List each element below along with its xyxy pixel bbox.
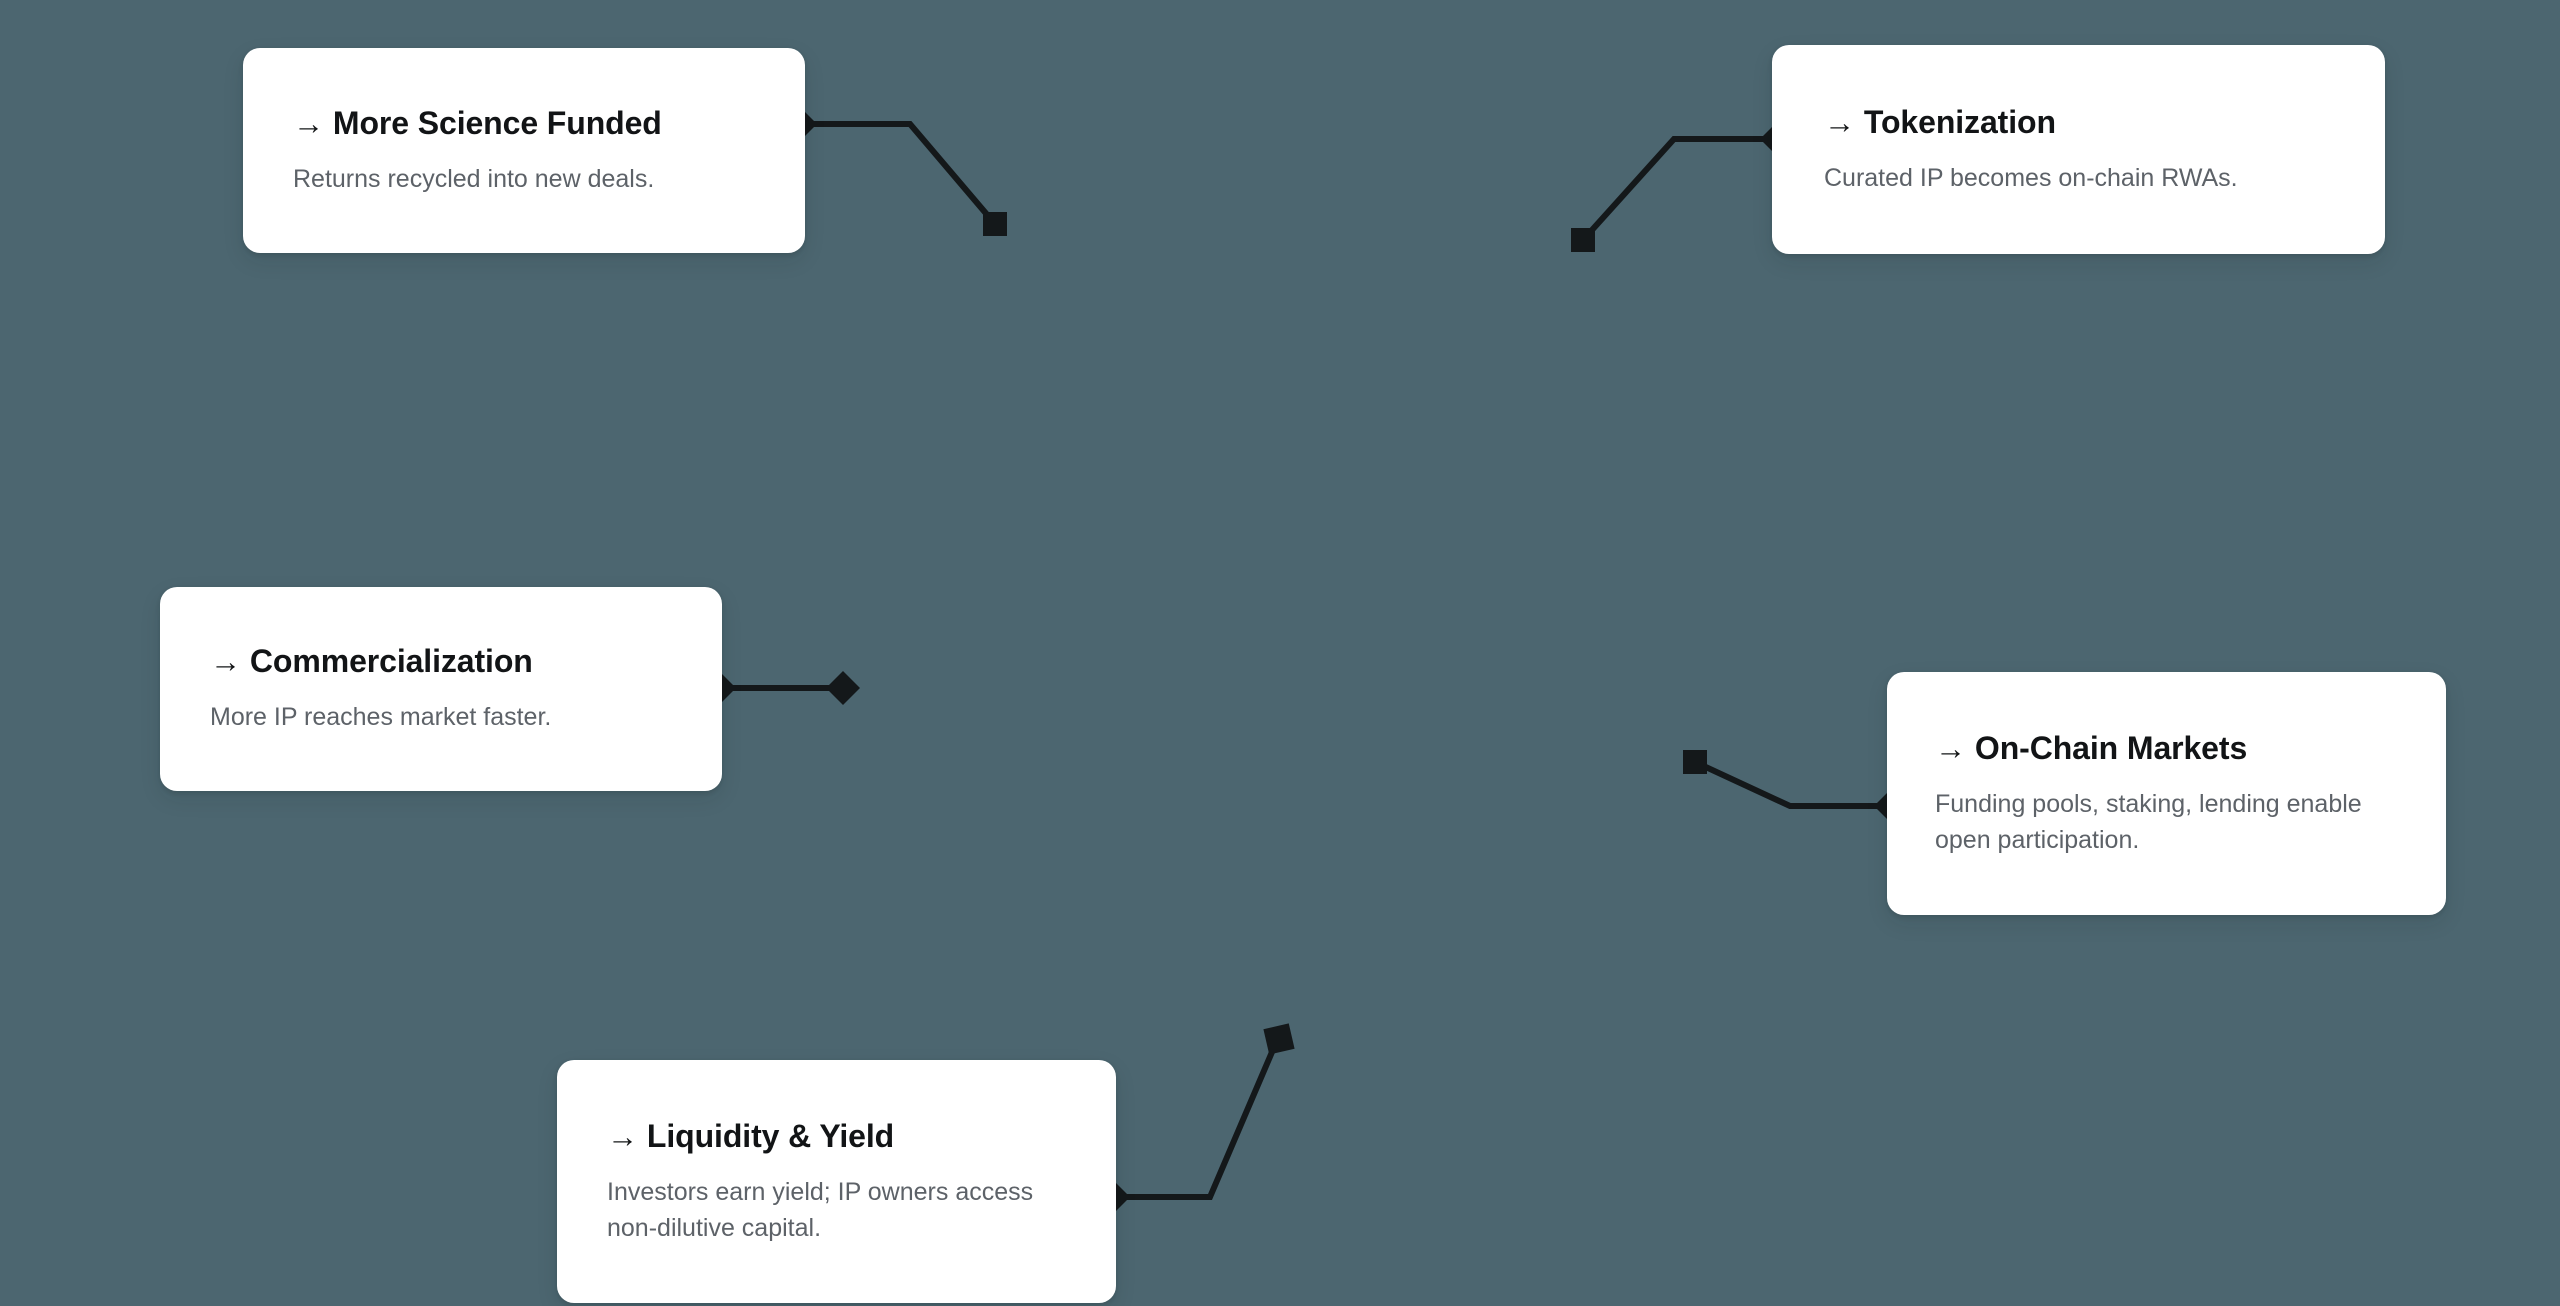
- node-description: More IP reaches market faster.: [210, 703, 552, 732]
- arrow-right-icon: →: [210, 644, 241, 680]
- arrow-right-icon: →: [293, 105, 324, 141]
- node-description: Investors earn yield; IP owners access n…: [607, 1178, 1034, 1242]
- node-description: Returns recycled into new deals.: [293, 164, 655, 193]
- node-title-text: Liquidity & Yield: [646, 1117, 895, 1154]
- node-title-text: Tokenization: [1863, 103, 2056, 140]
- node-title: →More Science Funded: [293, 104, 805, 143]
- edge-tokenization: [1580, 136, 1777, 243]
- node-title: →Liquidity & Yield: [607, 1117, 1116, 1156]
- edge-liquidity-yield: [1113, 1036, 1281, 1200]
- node-description: Curated IP becomes on-chain RWAs.: [1824, 163, 2238, 192]
- node-description: Funding pools, staking, lending enable o…: [1935, 790, 2362, 854]
- node-liquidity-yield[interactable]: →Liquidity & Yield Investors earn yield;…: [557, 1060, 1116, 1303]
- node-more-science-funded[interactable]: →More Science Funded Returns recycled in…: [243, 48, 805, 253]
- edge-marker-square-more-science-funded: [983, 212, 1007, 236]
- edge-marker-square-liquidity-yield: [1263, 1023, 1295, 1055]
- node-title-text: On-Chain Markets: [1974, 729, 2248, 766]
- node-on-chain-markets[interactable]: →On-Chain Markets Funding pools, staking…: [1887, 672, 2446, 915]
- edge-more-science-funded: [800, 121, 998, 226]
- node-title: →Commercialization: [210, 642, 722, 681]
- edge-marker-diamond-commercialization-end: [826, 671, 860, 705]
- node-title-text: Commercialization: [249, 643, 533, 680]
- node-tokenization[interactable]: →Tokenization Curated IP becomes on-chai…: [1772, 45, 2385, 254]
- arrow-right-icon: →: [1824, 104, 1855, 140]
- node-title: →Tokenization: [1824, 103, 2385, 142]
- edge-marker-square-on-chain-markets: [1683, 750, 1707, 774]
- edge-on-chain-markets: [1693, 759, 1891, 809]
- arrow-right-icon: →: [607, 1118, 638, 1154]
- edge-marker-square-tokenization: [1571, 228, 1595, 252]
- node-title: →On-Chain Markets: [1935, 729, 2446, 768]
- arrow-right-icon: →: [1935, 730, 1966, 766]
- node-commercialization[interactable]: →Commercialization More IP reaches marke…: [160, 587, 722, 791]
- node-title-text: More Science Funded: [332, 104, 662, 141]
